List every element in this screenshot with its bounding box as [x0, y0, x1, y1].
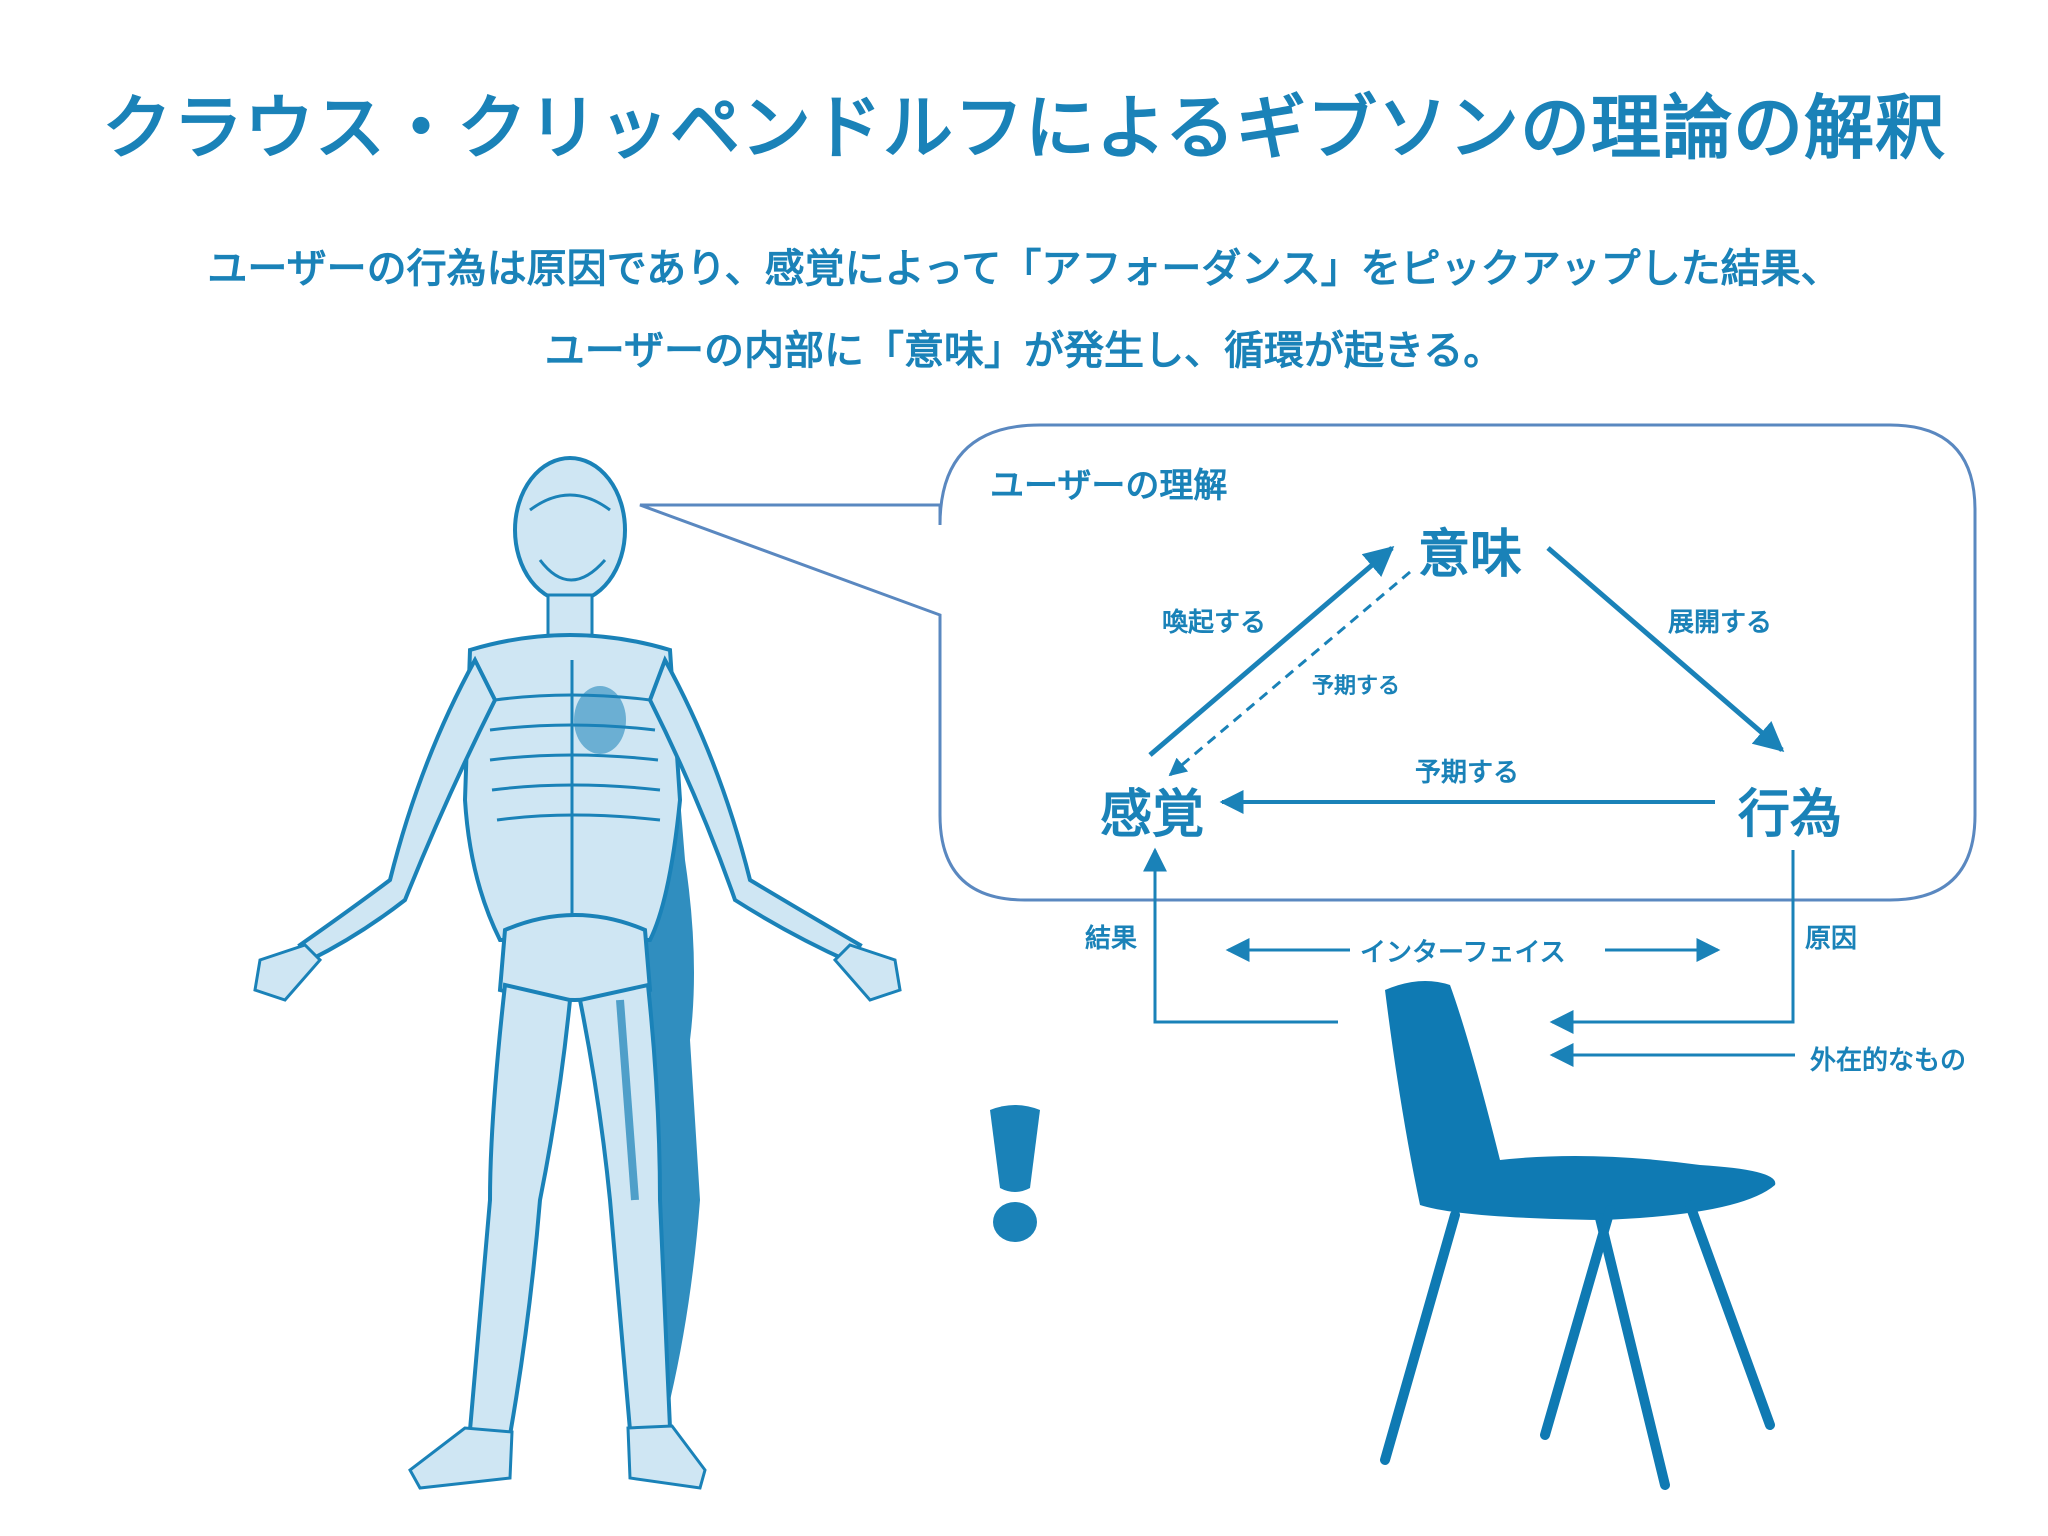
node-action: 行為 [1738, 785, 1843, 845]
label-cause: 原因 [1805, 924, 1858, 954]
label-external-thing: 外在的なもの [1810, 1046, 1967, 1076]
label-result: 結果 [1085, 924, 1138, 954]
node-meaning: 意味 [1418, 525, 1523, 585]
edge-label-anticipate-dashed: 予期する [1312, 674, 1401, 699]
exclamation-icon [990, 1105, 1040, 1242]
label-interface: インターフェイス [1360, 938, 1566, 968]
diagram-arrows [1148, 546, 1785, 814]
edge-label-unfold: 展開する [1668, 608, 1773, 638]
external-arrows [1143, 847, 1795, 1067]
edge-label-anticipate-bottom: 予期する [1415, 758, 1520, 788]
subtitle-line-2: ユーザーの内部に「意味」が発生し、循環が起きる。 [544, 328, 1504, 374]
page-title: クラウス・クリッペンドルフによるギブソンの理論の解釈 [102, 87, 1946, 169]
bubble-title: ユーザーの理解 [990, 466, 1228, 506]
subtitle-line-1: ユーザーの行為は原因であり、感覚によって「アフォーダンス」をピックアップした結果… [207, 246, 1841, 292]
understanding-bubble [639, 423, 1977, 902]
anatomical-human-figure-icon [253, 456, 902, 1490]
edge-label-evoke: 喚起する [1162, 608, 1267, 638]
node-sense: 感覚 [1100, 785, 1205, 845]
chair-icon [1380, 981, 1776, 1490]
